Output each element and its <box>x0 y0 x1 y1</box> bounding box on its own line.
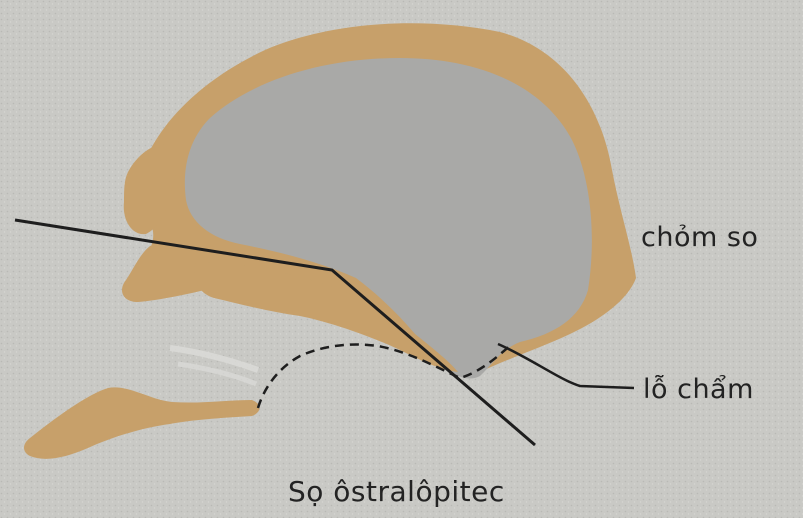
label-occiput: chỏm so <box>641 222 758 253</box>
label-foramen: lỗ chẩm <box>643 374 754 405</box>
caption: Sọ ôstralôpitec <box>288 475 505 508</box>
